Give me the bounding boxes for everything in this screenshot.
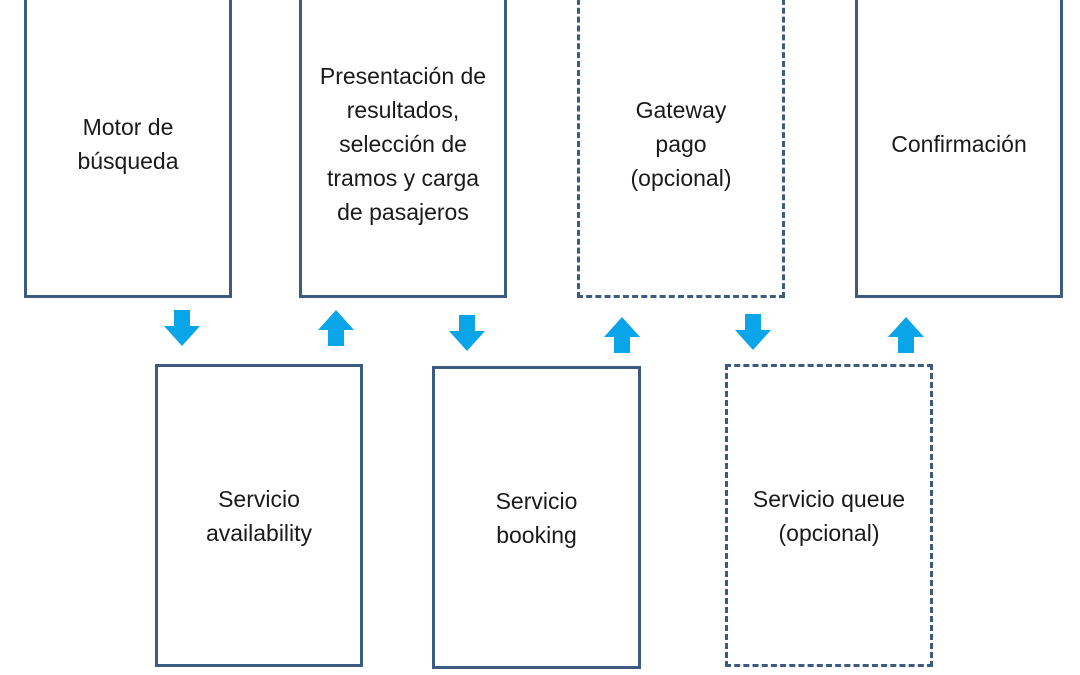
arrow-up-icon [888,317,924,353]
arrow-down-icon [449,315,485,351]
arrow-down-icon [164,310,200,346]
servicio-booking-label: Servicio booking [495,487,578,548]
confirmacion-box: Confirmación [855,0,1063,298]
servicio-queue-label: Servicio queue (opcional) [752,485,906,546]
servicio-queue-box: Servicio queue (opcional) [725,364,933,667]
arrow-up-icon [318,310,354,346]
servicio-booking-box: Servicio booking [432,366,641,669]
servicio-availability-box: Servicio availability [155,364,363,667]
presentacion-resultados-label: Presentación de resultados, selección de… [319,63,487,225]
gateway-pago-label: Gateway pago (opcional) [630,97,732,191]
presentacion-resultados-box: Presentación de resultados, selección de… [299,0,507,298]
arrow-down-icon [735,314,771,350]
motor-busqueda-label: Motor de búsqueda [77,114,179,174]
motor-busqueda-box: Motor de búsqueda [24,0,232,298]
gateway-pago-box: Gateway pago (opcional) [577,0,785,298]
confirmacion-label: Confirmación [891,131,1027,157]
servicio-availability-label: Servicio availability [205,485,313,546]
arrow-up-icon [604,317,640,353]
